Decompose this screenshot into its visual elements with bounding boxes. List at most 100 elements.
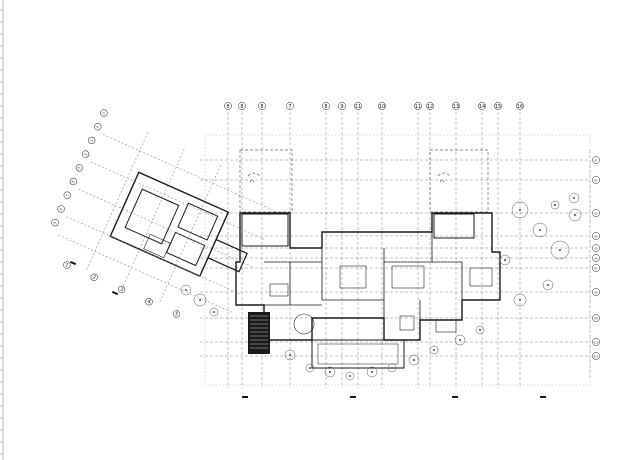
angled-grid-bubble	[94, 123, 102, 131]
angled-grid-label: A9	[53, 221, 58, 225]
tree-canopy	[305, 363, 315, 373]
grid-column-label: 15	[495, 104, 501, 110]
grid-column-label: 9	[340, 104, 343, 110]
tree-canopy	[366, 366, 378, 378]
tree-trunk	[458, 338, 462, 342]
tree-trunk	[546, 283, 550, 287]
tree-trunk	[573, 213, 577, 217]
angled-grid-label: A6	[71, 180, 76, 184]
grid-column-label: 8	[226, 104, 229, 110]
tree-trunk	[370, 370, 374, 374]
stair-block	[248, 312, 270, 354]
grid-row-label: B11	[594, 356, 599, 359]
angled-grid-bubble	[51, 218, 59, 227]
interior-fixtures	[143, 233, 493, 335]
grid-column-label: 14	[479, 104, 485, 110]
grid-column-bubble	[286, 102, 294, 110]
tree-trunk	[538, 228, 542, 232]
tree-canopy	[284, 349, 296, 361]
tree-trunk	[198, 298, 202, 302]
grid-row-bubble	[592, 314, 600, 322]
tree-canopy	[193, 293, 207, 307]
grid-row-label: B6	[594, 258, 598, 261]
angled-grid-bubble	[172, 310, 181, 318]
angled-grid-label: 2	[91, 274, 96, 281]
grid-column-bubble	[378, 102, 386, 110]
grid-column-bubble	[478, 102, 486, 110]
desk-block	[269, 283, 289, 297]
tree-trunk	[503, 258, 507, 262]
east-service-room	[433, 213, 475, 239]
marker-2	[350, 396, 356, 398]
angled-grid-line-c	[78, 189, 253, 267]
angled-grid-label: A8	[59, 208, 64, 212]
grid-column-bubble	[426, 102, 434, 110]
grid-column-bubble	[354, 102, 362, 110]
master-suite-room	[124, 188, 180, 245]
angled-grid-label: 3	[119, 287, 124, 294]
angled-grid-bubble	[63, 261, 71, 269]
garage-east-swing	[437, 172, 451, 177]
angled-grid-bubble	[145, 298, 153, 306]
tree-trunk	[328, 370, 332, 374]
tree-trunk	[390, 366, 394, 370]
stair	[248, 312, 270, 354]
grid-column-bubble	[452, 102, 460, 110]
angled-grid-label: 4	[146, 299, 151, 306]
angled-grid-label: 5	[174, 311, 179, 318]
tree-canopy	[429, 345, 439, 355]
grid-column-bubble	[224, 102, 232, 110]
marker-5	[111, 290, 119, 296]
grid-row-label: B9	[594, 318, 598, 321]
grid-row-label: B5	[594, 248, 598, 251]
angled-grid-bubble	[90, 273, 98, 281]
grid-row-label: B3	[594, 213, 598, 216]
west-service-room	[241, 213, 289, 247]
angled-closet-room	[165, 231, 206, 267]
tree-canopy	[454, 334, 466, 346]
grid-row-bubble	[592, 288, 600, 296]
garage-west-outline	[239, 149, 293, 213]
angled-grid-bubble	[100, 109, 108, 117]
tree-trunk	[432, 348, 436, 352]
marker-3	[452, 396, 458, 398]
tree-canopy	[345, 371, 355, 381]
tree-trunk	[572, 196, 576, 200]
interior-partitions	[264, 232, 463, 320]
garage-west-arrow	[249, 178, 255, 183]
tree-trunk	[348, 374, 352, 378]
grid-row-label: B4	[594, 236, 598, 239]
tree-trunk	[184, 288, 188, 292]
grid-column-bubble	[414, 102, 422, 110]
tree-canopy	[387, 363, 397, 373]
tree-canopy	[513, 293, 527, 307]
left-ruler	[0, 0, 4, 460]
garage-east-outline	[429, 149, 489, 213]
master-bed	[143, 233, 171, 259]
grid-row-bubble	[592, 232, 600, 240]
grid-column-bubble	[322, 102, 330, 110]
south-terrace	[311, 339, 405, 369]
grid-row-bubble	[592, 209, 600, 217]
angled-grid-line-b	[90, 161, 265, 240]
angled-grid-label: A4	[83, 153, 88, 157]
grid-row-bubble	[592, 264, 600, 272]
angled-grid-bubble	[63, 191, 71, 199]
angled-grid-label: A7	[65, 194, 70, 198]
kitchen-island	[339, 265, 367, 289]
angled-grid-label: A2	[95, 125, 100, 129]
angled-grid-bubble	[117, 285, 126, 294]
marker-4	[540, 396, 546, 398]
main-wall-outline	[235, 212, 501, 341]
outdoor-seating	[435, 319, 457, 333]
tree-trunk	[308, 366, 312, 370]
garage-outlines	[239, 149, 489, 213]
grid-row-bubble	[592, 338, 600, 346]
tree-canopy	[475, 325, 485, 335]
tree-trunk	[212, 310, 216, 314]
tree-canopy	[180, 284, 192, 296]
